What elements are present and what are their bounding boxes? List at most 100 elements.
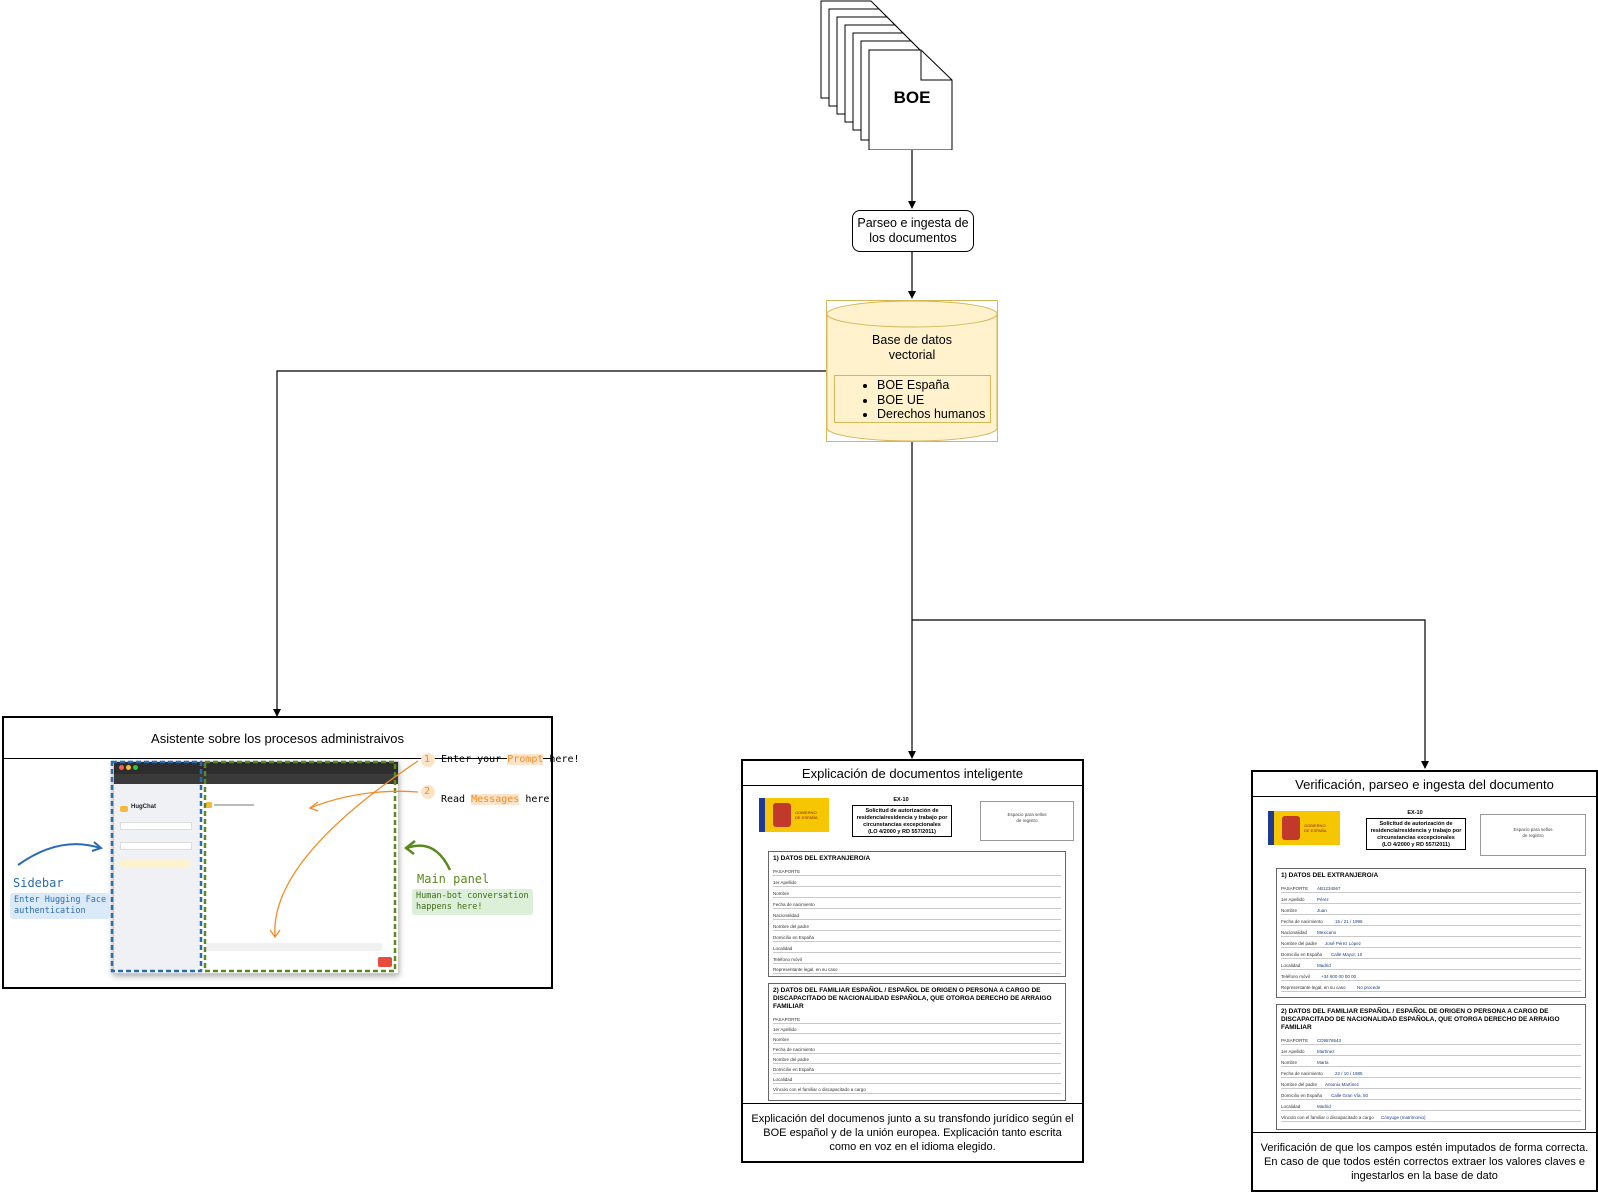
database-title: Base de datos vectorial (826, 333, 998, 363)
database-title-line2: vectorial (888, 348, 936, 362)
chat-prompt-input[interactable] (206, 943, 382, 951)
section-1-title: 1) DATOS DEL EXTRANJERO/A (773, 855, 871, 862)
edge-db-to-verification (912, 619, 1429, 769)
assistant-panel-title: Asistente sobre los procesos administrai… (4, 718, 551, 759)
annotation-messages-prefix: Read (441, 794, 466, 805)
step-1-number: 1 (424, 754, 431, 765)
bot-avatar-icon (206, 802, 212, 808)
field-row: Nombre del padre (773, 1054, 1061, 1064)
annotation-messages-highlight: Messages (471, 794, 520, 805)
field-row: 1er Apellido (773, 1024, 1061, 1034)
field-row: PASAPORTE (773, 1014, 1061, 1024)
hugchat-app-name: HugChat (131, 804, 156, 810)
step-2-badge (421, 785, 435, 799)
messages-arrow (309, 790, 419, 809)
field-row: Vínculo con el familiar o discapacitado … (1281, 1112, 1581, 1122)
section-2-title: 2) DATOS DEL FAMILIAR ESPAÑOL / ESPAÑOL … (1281, 1008, 1560, 1031)
database-item-boe-ue: BOE UE (877, 393, 990, 408)
sidebar-note-line1: Enter Hugging Face (14, 895, 107, 905)
annotation-prompt: Enter your Prompt here! (441, 754, 580, 765)
explanation-panel-description: Explicación del documenos junto a su tra… (743, 1103, 1082, 1161)
database-title-line1: Base de datos (872, 333, 952, 347)
step-1-badge (421, 753, 435, 767)
main-panel-annotation-note: Human-bot conversation happens here! (412, 889, 533, 915)
annotation-messages: Read Messages here! (441, 794, 555, 805)
field-row: Teléfono móvil+34 600 00 00 00 (1281, 971, 1581, 981)
process-node-parse-ingest: Parseo e ingesta de los documentos (852, 210, 974, 252)
sidebar-dashed-box (110, 760, 203, 973)
field-row: Teléfono móvil (773, 954, 1061, 964)
hugchat-logo-icon (120, 806, 128, 812)
field-row: Vínculo con el familiar o discapacitado … (773, 1084, 1061, 1094)
step-2-number: 2 (424, 786, 431, 797)
hf-email-input[interactable] (120, 822, 192, 830)
form-section-2: 2) DATOS DEL FAMILIAR ESPAÑOL / ESPAÑOL … (1276, 1004, 1586, 1130)
document-stack-icon (820, 0, 953, 150)
coat-of-arms-icon (1282, 816, 1300, 840)
form-code: EX-10 (1407, 810, 1423, 816)
process-label-line2: los documentos (869, 231, 957, 245)
field-row: Fecha de nacimiento (773, 899, 1061, 909)
prompt-arrow (274, 760, 419, 937)
main-panel-annotation-label: Main panel (417, 872, 490, 886)
boe-label: BOE (893, 88, 931, 107)
annotation-prompt-highlight: Prompt (507, 754, 544, 765)
field-row: Nombre del padre (773, 921, 1061, 931)
sidebar-annotation-label: Sidebar (13, 876, 64, 890)
explanation-panel-title: Explicación de documentos inteligente (743, 761, 1082, 786)
field-row: 1er Apellido (773, 877, 1061, 887)
verification-panel-title: Verificación, parseo e ingesta del docum… (1253, 772, 1596, 797)
form-section-2: 2) DATOS DEL FAMILIAR ESPAÑOL / ESPAÑOL … (768, 983, 1066, 1101)
hf-password-input[interactable] (120, 842, 192, 850)
main-note-line2: happens here! (416, 902, 483, 912)
field-row: Domicilio en España (773, 932, 1061, 942)
form-code: EX-10 (893, 797, 909, 803)
field-row: Localidad (773, 1074, 1061, 1084)
field-row: Localidad (773, 943, 1061, 953)
field-row: PASAPORTE (773, 866, 1061, 876)
field-row: Fecha de nacimiento (773, 1044, 1061, 1054)
field-row: Representante legal, en su caso (773, 964, 1061, 974)
annotation-prompt-prefix: Enter your (441, 754, 502, 765)
field-row: Nombre (773, 888, 1061, 898)
bot-message (214, 804, 254, 806)
process-label-line1: Parseo e ingesta de (857, 216, 969, 230)
chat-send-button[interactable] (378, 957, 392, 967)
main-panel-arrow (406, 844, 452, 871)
database-collections-list: BOE España BOE UE Derechos humanos (834, 375, 991, 423)
annotation-messages-suffix: here! (525, 794, 556, 805)
hf-warning-banner (120, 860, 190, 868)
section-1-title: 1) DATOS DEL EXTRANJERO/A (1281, 872, 1379, 879)
browser-titlebar (114, 762, 398, 774)
annotation-prompt-suffix: here! (549, 754, 580, 765)
sidebar-arrow (17, 843, 101, 866)
main-note-line1: Human-bot conversation (416, 891, 529, 901)
field-row: Nombre (773, 1034, 1061, 1044)
database-item-boe-espana: BOE España (877, 378, 990, 393)
